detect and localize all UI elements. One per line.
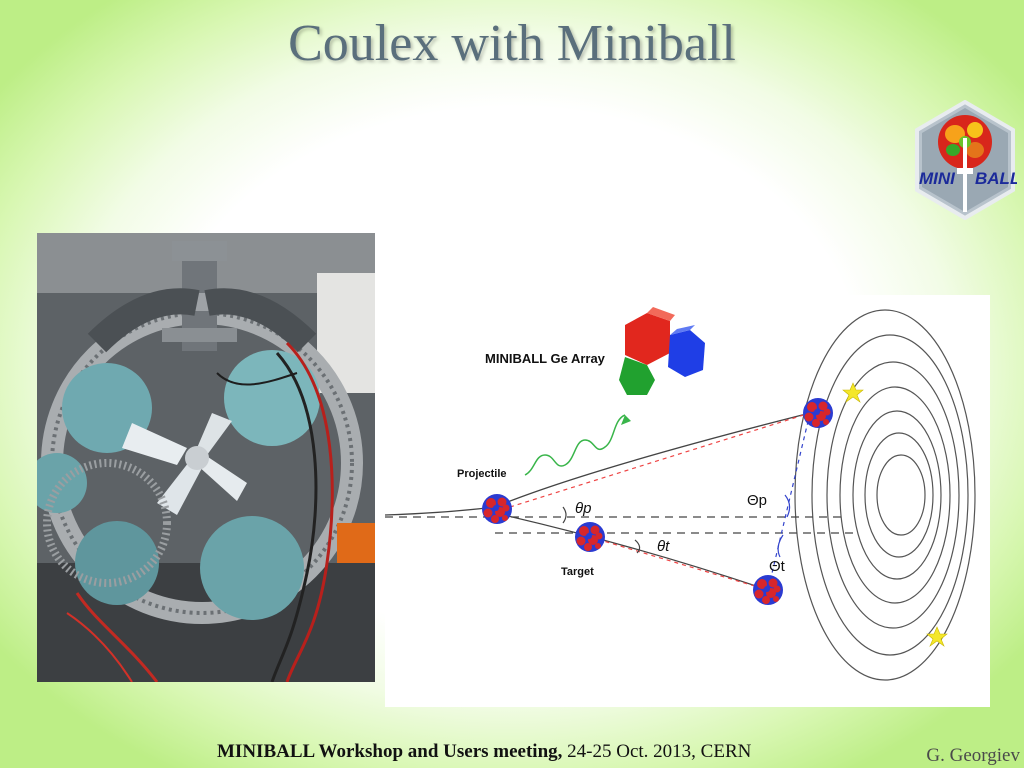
page-title: Coulex with Miniball: [288, 15, 736, 72]
target-label: Target: [561, 566, 594, 578]
projectile-nucleus-icon: [482, 494, 512, 524]
miniball-logo-icon: MINI BALL: [915, 100, 1017, 220]
author-name: G. Georgiev: [926, 745, 1020, 766]
detector-rings: [794, 309, 976, 681]
star-icon: [926, 626, 948, 647]
scattered-projectile-icon: [803, 398, 833, 428]
coulex-diagram: MINIBALL Ge Array Projectile Target θp θ…: [385, 295, 990, 707]
star-icon: [842, 382, 864, 403]
footer-rest: 24-25 Oct. 2013, CERN: [562, 741, 752, 762]
projectile-label: Projectile: [457, 468, 507, 480]
logo-right-text: BALL: [975, 169, 1017, 188]
target-nucleus-icon: [575, 522, 605, 552]
theta-p-large-label: Θp: [747, 492, 767, 509]
ge-crystals-icon: [619, 307, 705, 395]
miniball-detector-photo: [37, 233, 375, 682]
theta-p-small-label: θp: [575, 500, 591, 517]
theta-t-large-label: Θt: [769, 558, 786, 575]
theta-t-small-label: θt: [657, 538, 670, 555]
footer-text: MINIBALL Workshop and Users meeting, 24-…: [217, 741, 751, 763]
array-label: MINIBALL Ge Array: [485, 351, 606, 366]
footer-bold: MINIBALL Workshop and Users meeting,: [217, 741, 563, 762]
recoil-target-icon: [753, 575, 783, 605]
logo-left-text: MINI: [919, 169, 956, 188]
